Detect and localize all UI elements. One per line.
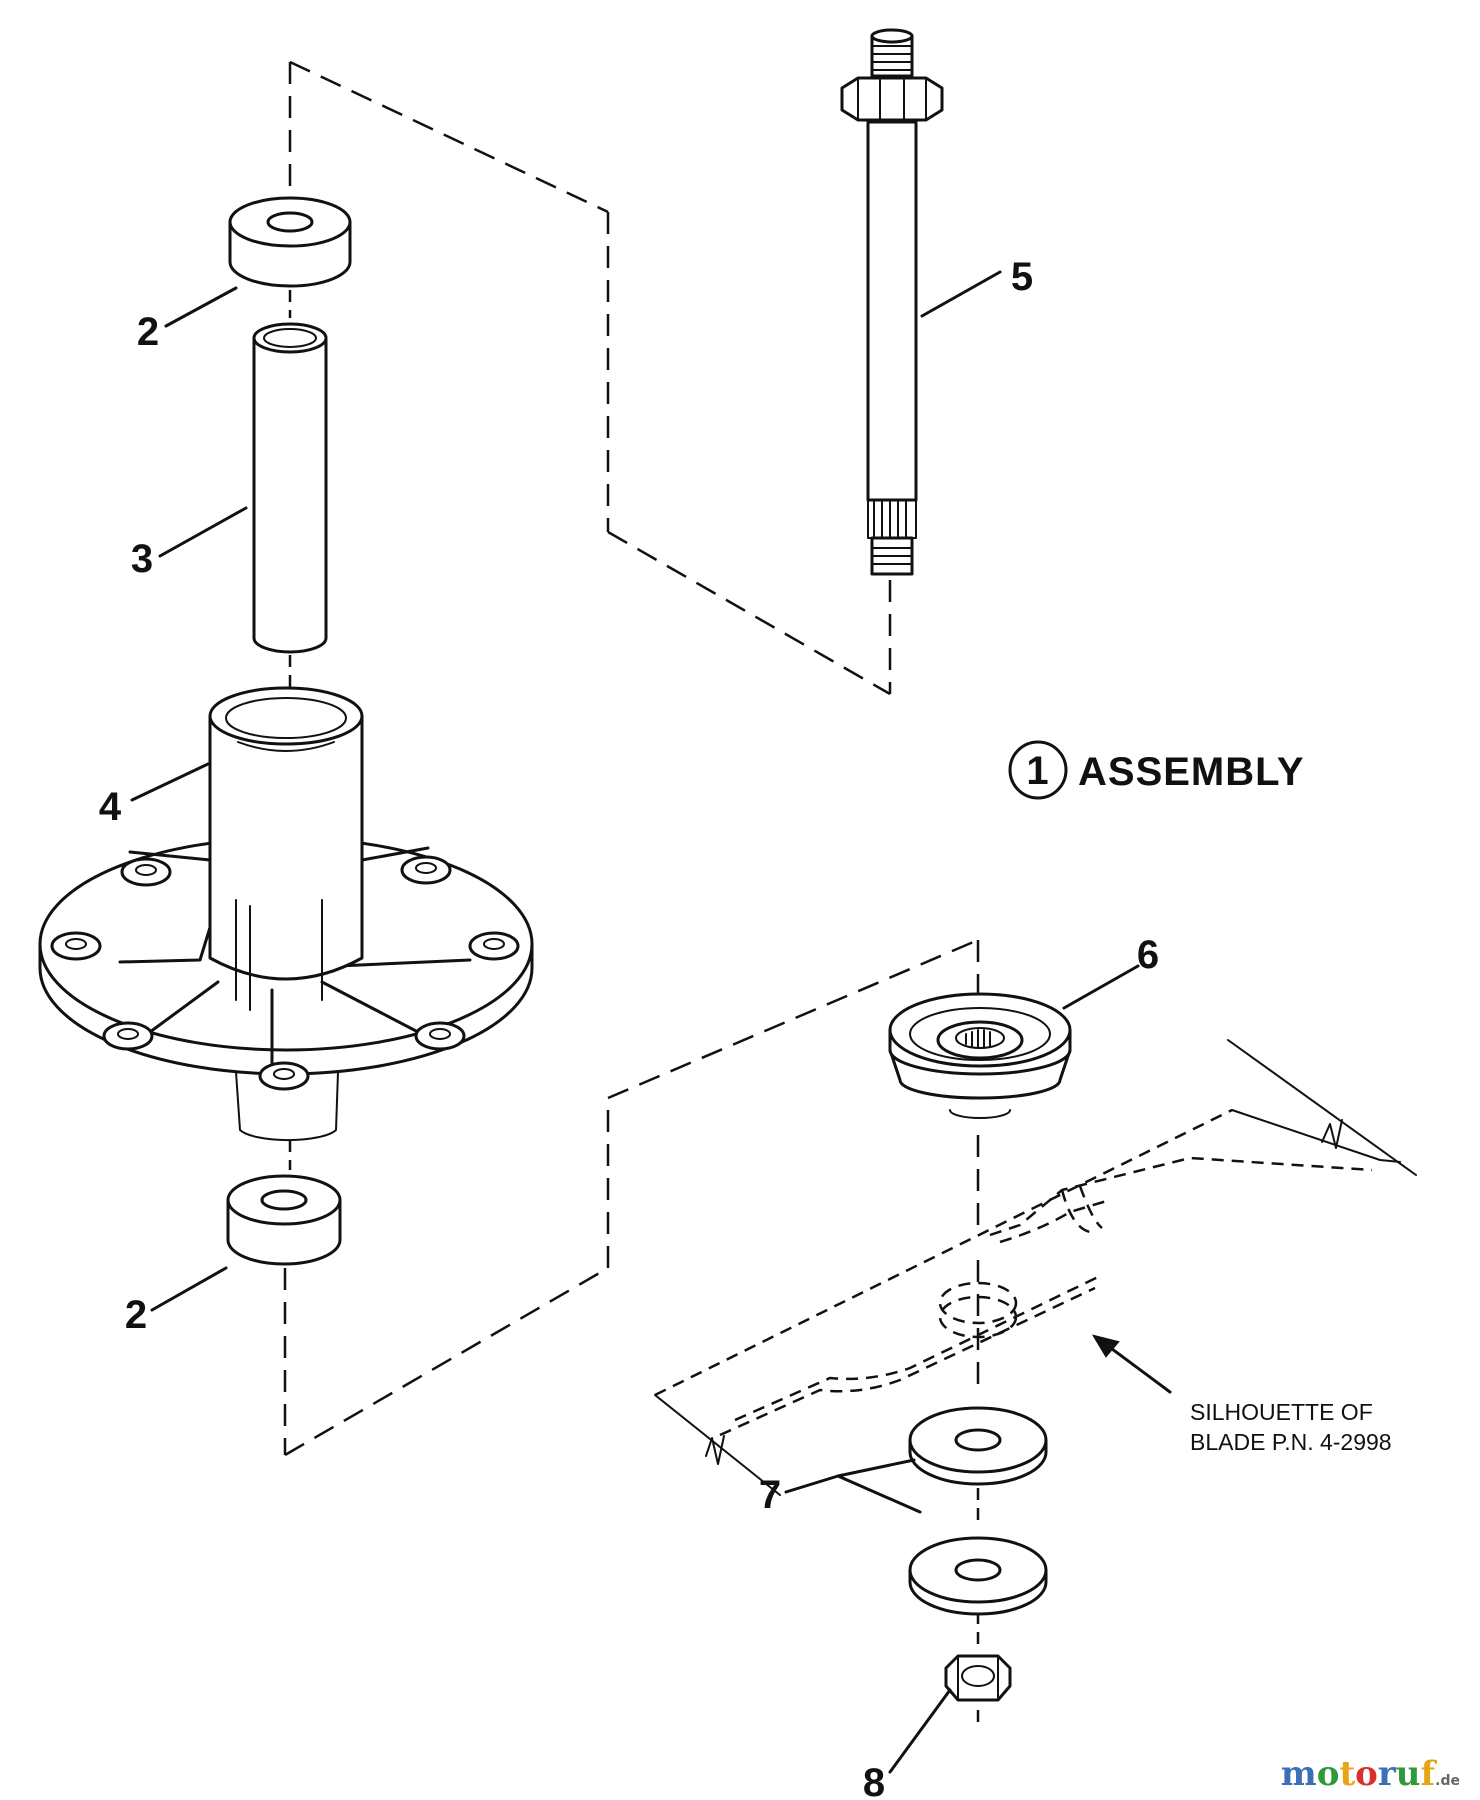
note-line-1: SILHOUETTE OF [1190,1399,1373,1425]
bearing-upper [228,196,352,288]
watermark-letter: u [1395,1754,1421,1794]
watermark-suffix: .de [1435,1773,1460,1789]
spindle-shaft [840,28,944,576]
watermark-letter: o [1316,1754,1340,1794]
watermark-letters: motoruf [1281,1754,1435,1794]
callout-4: 4 [99,785,122,829]
callout-8: 8 [863,1761,885,1800]
hex-nut [944,1654,1012,1702]
watermark-letter: o [1355,1754,1378,1794]
note-line-2: BLADE P.N. 4-2998 [1190,1429,1392,1455]
callout-7: 7 [759,1473,781,1517]
watermark-letter: t [1339,1754,1356,1794]
watermark-letter: f [1420,1754,1436,1794]
assembly-number-circle [1008,740,1068,800]
silhouette-note: SILHOUETTE OF BLADE P.N. 4-2998 [1190,1399,1392,1455]
callout-5: 5 [1011,255,1033,299]
blade-silhouette [654,1039,1417,1496]
assembly-label: 1 ASSEMBLY [1008,740,1305,800]
washers [908,1406,1048,1616]
assembly-title: ASSEMBLY [1078,750,1305,794]
watermark-letter: r [1377,1754,1396,1794]
motoruf-watermark-logo: motoruf.de [1281,1754,1460,1794]
spacer-tube [252,322,328,654]
pulley [888,992,1072,1119]
spindle-housing [38,686,534,1142]
watermark-letter: m [1280,1754,1317,1794]
leader-lines [130,270,1172,1774]
callout-2-upper: 2 [137,310,159,354]
callout-2-lower: 2 [125,1293,147,1337]
assembly-number: 1 [1026,749,1049,793]
assembly-guide-lines [283,60,980,1726]
callout-6: 6 [1137,933,1159,977]
callout-3: 3 [131,537,153,581]
bearing-lower [226,1174,342,1266]
